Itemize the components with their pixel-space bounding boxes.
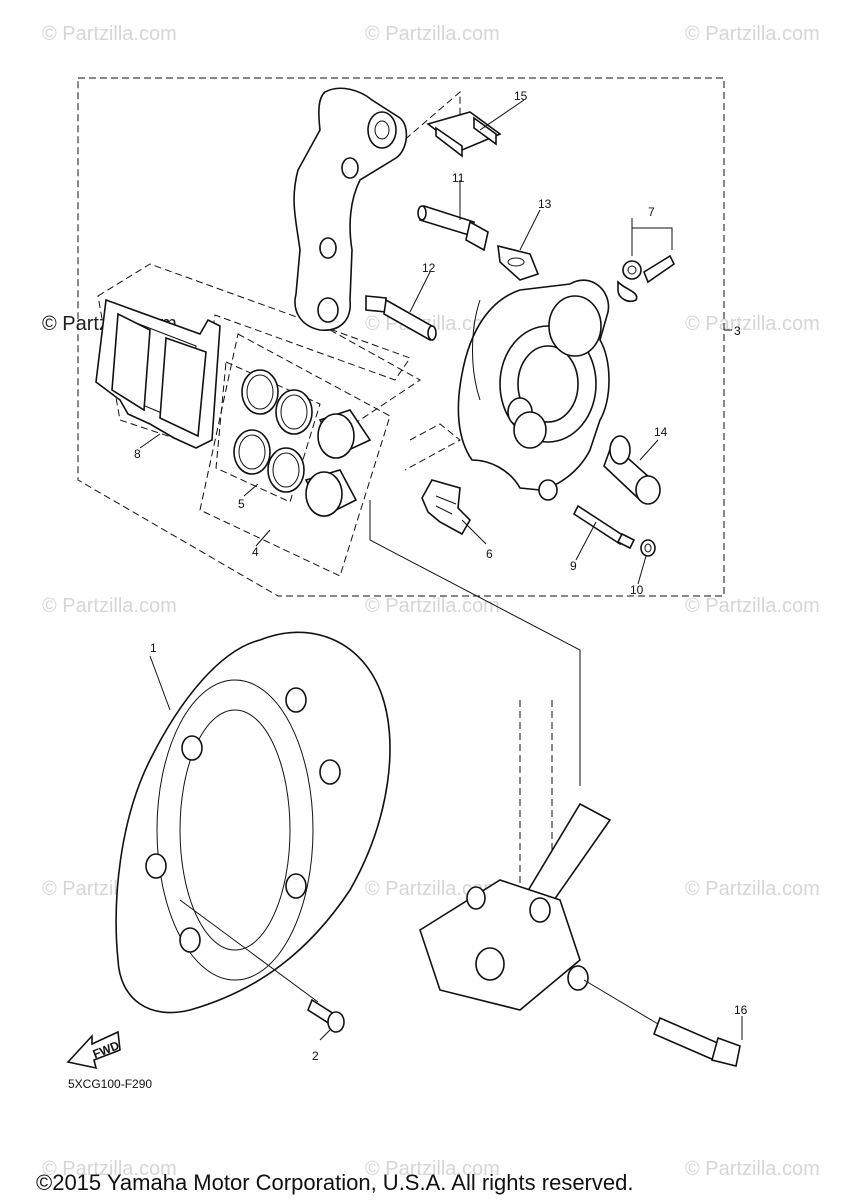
callout-15: 15: [514, 89, 528, 103]
callout-7: 7: [648, 205, 655, 219]
callout-numbers: 1 2 3 4 5 6 7 8 9 10 11 12 13 14 15 16: [134, 89, 748, 1063]
axle-bolt-leader: [583, 979, 659, 1025]
disc-bolt-leader: [179, 899, 319, 1003]
diagram-code: 5XCG100-F290: [68, 1077, 152, 1091]
callout-11: 11: [452, 171, 465, 185]
callout-13: 13: [538, 197, 552, 211]
callout-10: 10: [630, 583, 644, 597]
small-plug: [640, 539, 656, 557]
fwd-arrow-icon: FWD: [66, 1030, 122, 1070]
caliper-body: [457, 279, 610, 501]
rubber-boot: [497, 244, 540, 281]
seal-kit-boundary: [215, 361, 321, 503]
callout-4: 4: [252, 545, 259, 559]
bracket-leader: [404, 423, 461, 471]
fork-leg: [419, 700, 612, 1011]
plug-bolt: [603, 435, 661, 505]
watermark: © Partzilla.com: [685, 1158, 820, 1180]
watermark: © Partzilla.com: [42, 23, 177, 45]
callout-2: 2: [312, 1049, 319, 1063]
bleed-screw: [617, 254, 676, 303]
callout-6: 6: [486, 547, 493, 561]
watermark: © Partzilla.com: [685, 595, 820, 617]
callout-14: 14: [654, 425, 668, 439]
brake-pads: [95, 298, 221, 449]
brake-disc: [115, 631, 391, 1014]
callout-16: 16: [734, 1003, 748, 1017]
guide-pin: [365, 295, 437, 342]
callout-leaders: [139, 99, 743, 1041]
callout-1: 1: [150, 641, 157, 655]
caliper-assembly-boundary: [77, 77, 725, 597]
disc-bolt: [307, 998, 345, 1033]
pad-group-boundary: [97, 263, 411, 446]
pad-support: [421, 479, 471, 536]
watermark: © Partzilla.com: [365, 595, 500, 617]
fwd-label: FWD: [91, 1038, 122, 1061]
watermark: © Partzilla.com: [42, 1158, 177, 1180]
piston-kit-boundary: [199, 333, 391, 577]
watermark: © Partzilla.com: [365, 1158, 500, 1180]
caliper-bracket: [293, 87, 408, 331]
pad-pin: [417, 204, 489, 252]
watermark: © Partzilla.com: [365, 23, 500, 45]
pin-bolt: [572, 504, 636, 550]
callout-5: 5: [238, 497, 245, 511]
copyright-notice: ©2015 Yamaha Motor Corporation, U.S.A. A…: [36, 1170, 633, 1195]
bracket-leader: [329, 329, 421, 431]
piston-seals: [233, 369, 313, 493]
callout-3: 3: [734, 324, 741, 338]
callout-12: 12: [422, 261, 436, 275]
axle-bolt: [652, 1016, 741, 1067]
watermark: © Partzilla.com: [42, 595, 177, 617]
watermark: © Partzilla.com: [685, 878, 820, 900]
watermark: © Partzilla.com: [685, 313, 820, 335]
watermark: © Partzilla.com: [685, 23, 820, 45]
pistons: [304, 409, 372, 518]
assembly-leader: [369, 500, 581, 786]
callout-9: 9: [570, 559, 577, 573]
pad-spring: [426, 111, 502, 158]
watermark: © Partzilla.com: [365, 878, 500, 900]
callout-8: 8: [134, 447, 141, 461]
